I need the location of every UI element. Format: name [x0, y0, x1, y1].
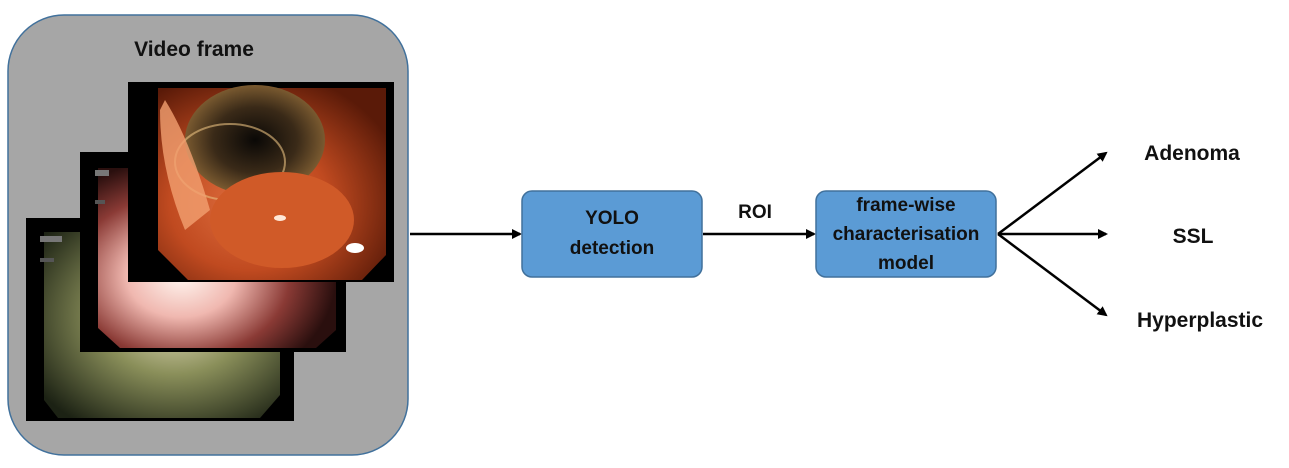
- model-label-line3: model: [878, 253, 934, 274]
- model-label-line2: characterisation: [833, 224, 980, 245]
- detector-label-line1: YOLO: [585, 208, 639, 229]
- roi-label: ROI: [738, 202, 772, 223]
- output-hyperplastic: Hyperplastic: [1137, 309, 1263, 332]
- output-adenoma: Adenoma: [1144, 142, 1240, 165]
- video-frame-panel: Video frame: [7, 14, 409, 456]
- endoscopy-frame-front: [128, 82, 394, 282]
- detector-label-line2: detection: [570, 238, 654, 259]
- yolo-detection-box: YOLO detection: [521, 190, 703, 278]
- panel-title: Video frame: [134, 38, 254, 61]
- arrow-to-adenoma: [997, 151, 1108, 235]
- characterisation-model-box: frame-wise characterisation model: [815, 190, 997, 278]
- output-ssl: SSL: [1173, 225, 1214, 248]
- model-label-line1: frame-wise: [856, 195, 955, 216]
- arrow-to-hyperplastic: [997, 233, 1108, 317]
